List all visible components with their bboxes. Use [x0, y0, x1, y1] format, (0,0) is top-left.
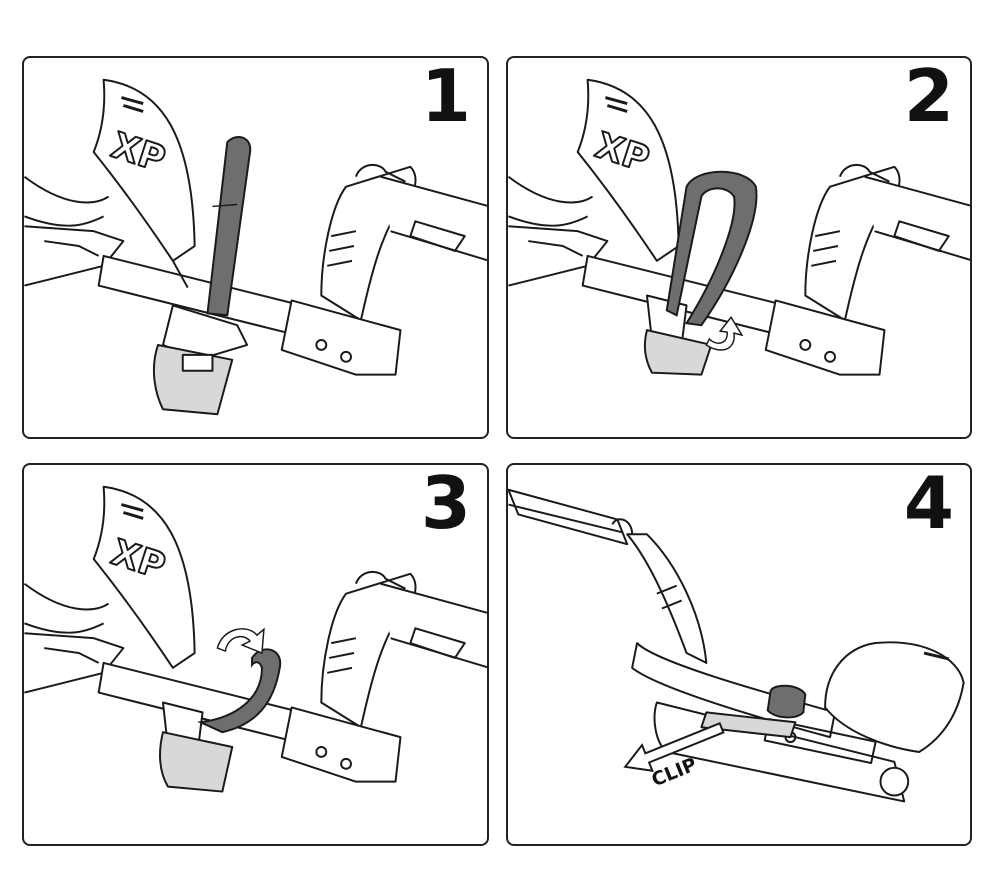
step-number: 1: [420, 56, 471, 138]
step-number: 2: [903, 56, 954, 138]
step-2-illustration: XP: [508, 78, 970, 376]
step-number: 4: [903, 463, 954, 545]
step-4-illustration: CLIP: [508, 488, 965, 803]
step-panel-2: XP 2: [506, 56, 972, 439]
step-1-illustration: XP: [24, 78, 487, 416]
rotate-arrow-icon: [216, 627, 265, 655]
step-number: 3: [420, 463, 471, 545]
step-panel-3: XP 3: [22, 463, 489, 846]
rotate-arrow-icon: [705, 315, 744, 351]
step-panel-4: CLIP 4: [506, 463, 972, 846]
step-panel-1: XP 1: [22, 56, 489, 439]
strap: [206, 135, 252, 317]
step-3-illustration: XP: [24, 485, 487, 793]
strap: [665, 170, 758, 327]
strap: [197, 648, 282, 734]
clip-arrow-icon: [623, 722, 725, 772]
strap: [766, 684, 807, 719]
